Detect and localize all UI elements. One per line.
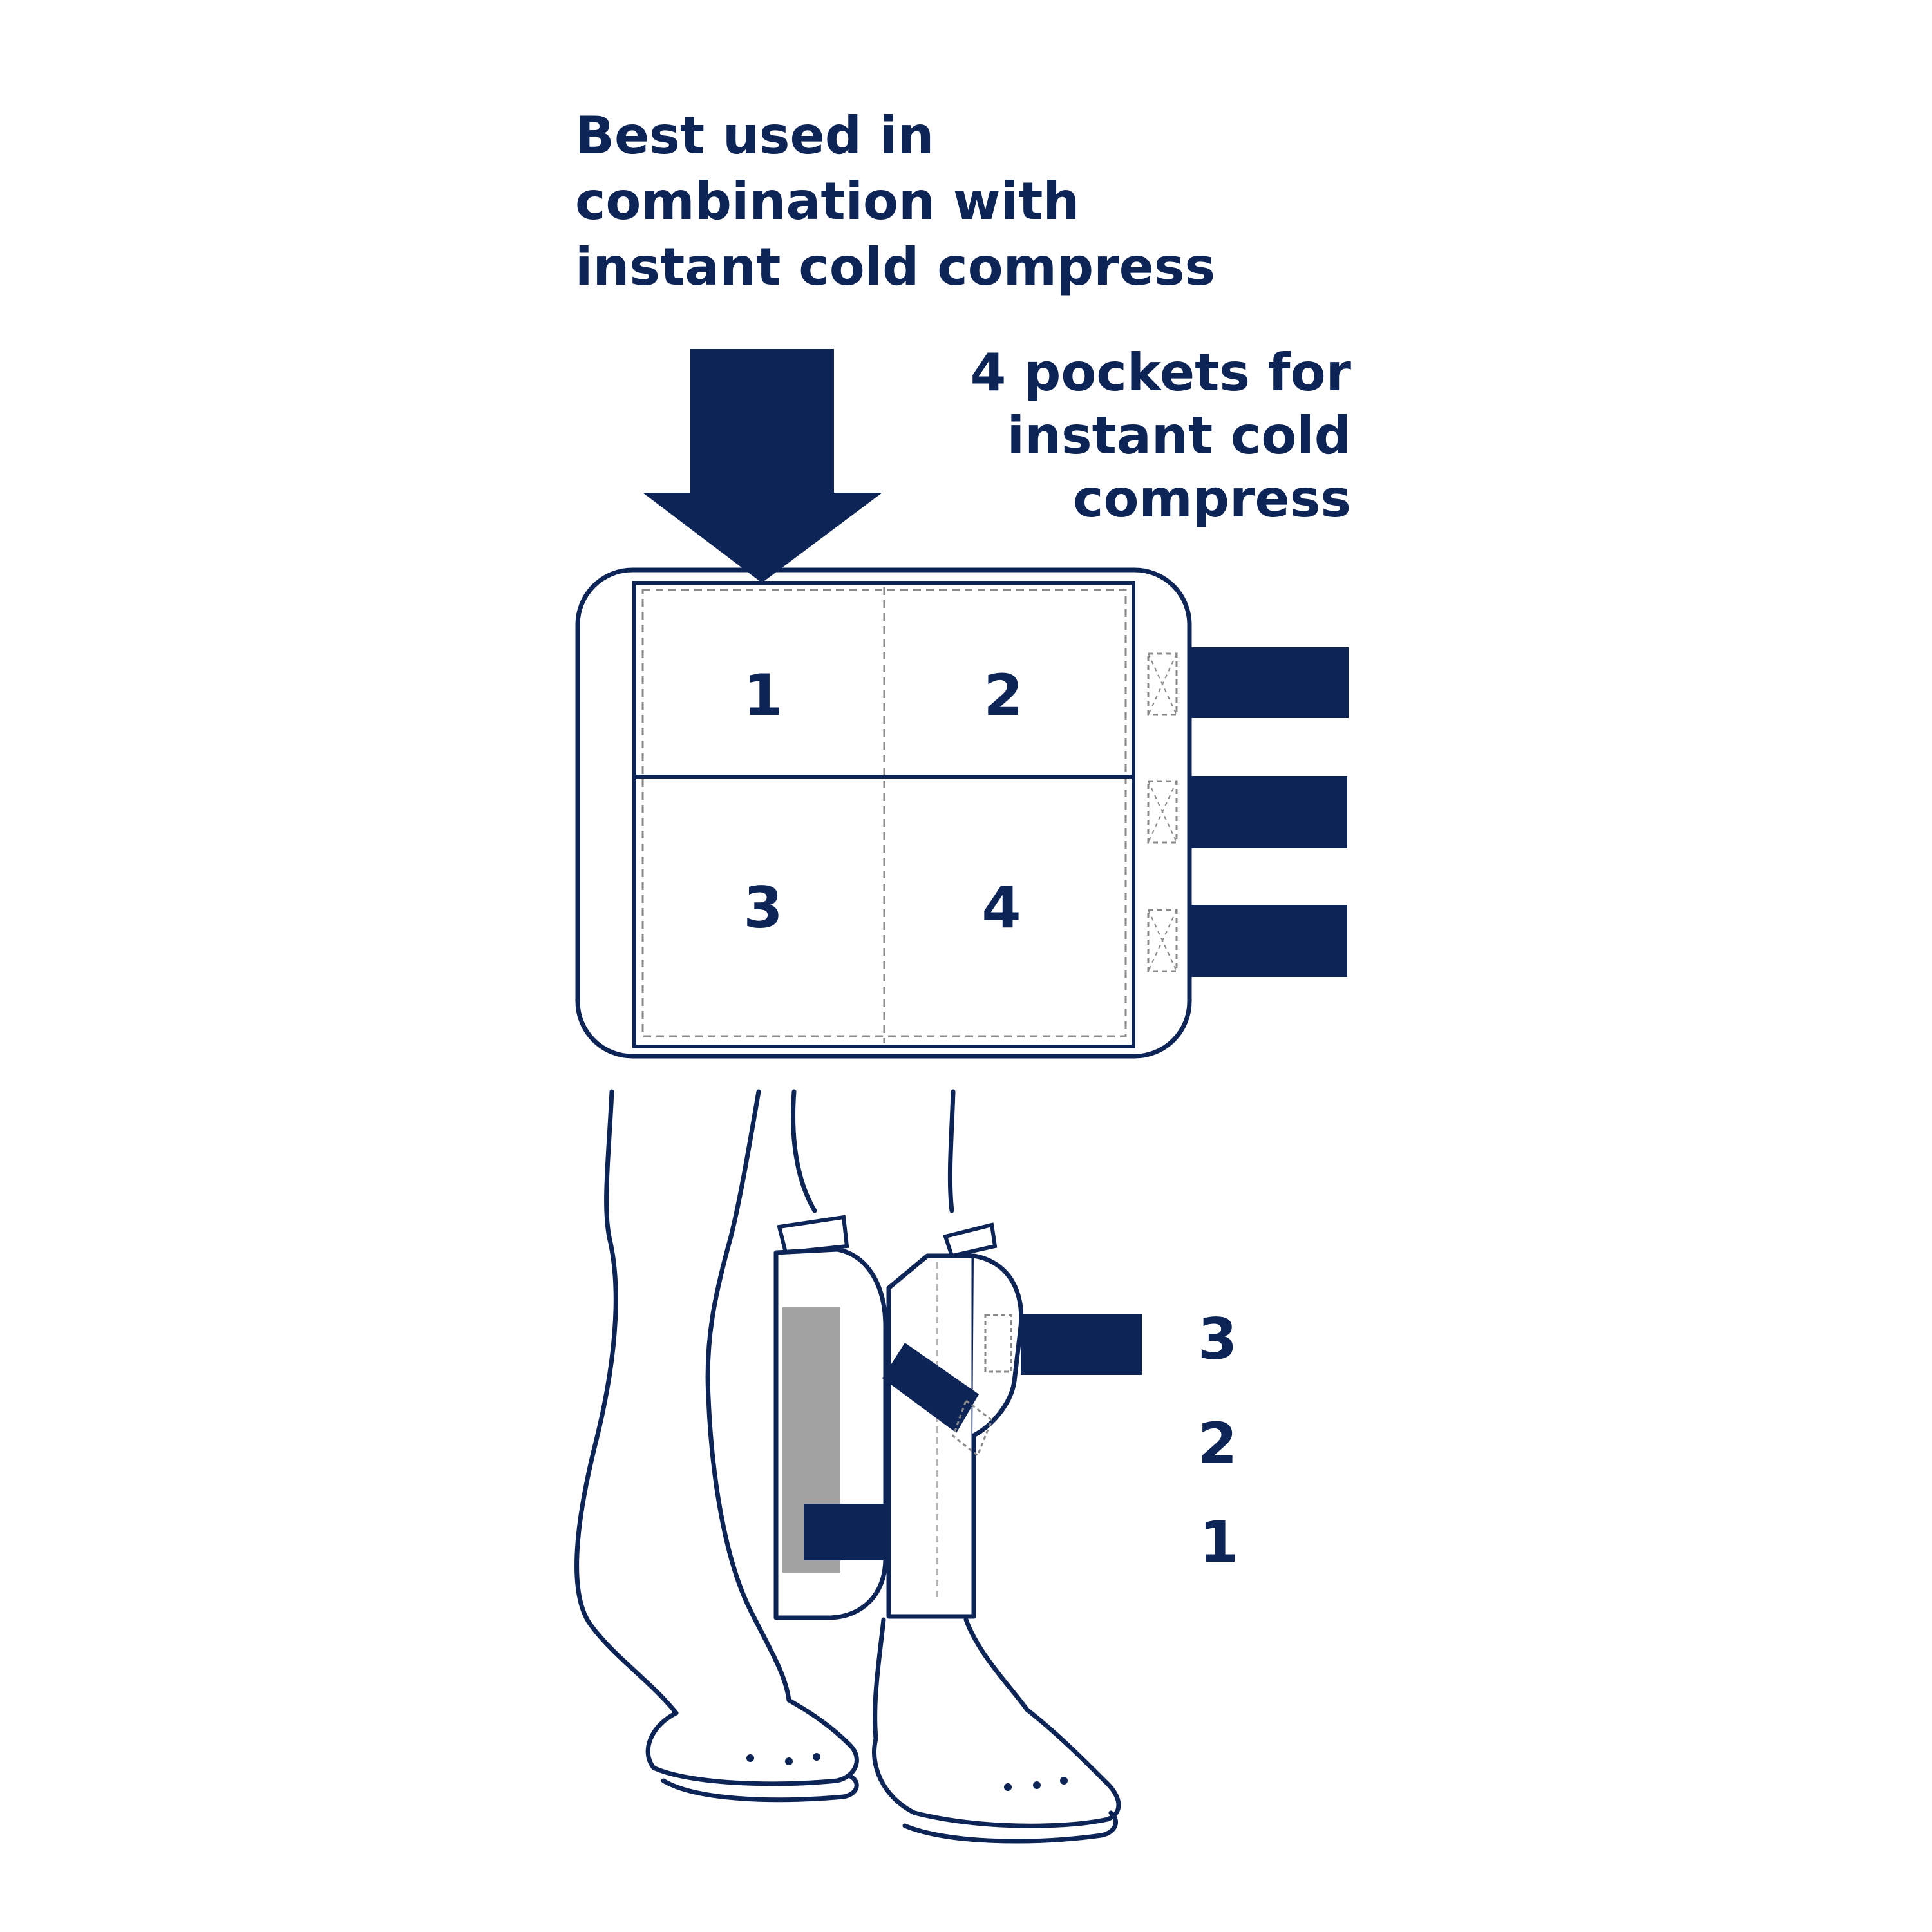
pocket-area xyxy=(632,581,1135,1048)
panel-strap-middle xyxy=(1147,776,1347,848)
front-leg-outline xyxy=(791,1089,817,1213)
pocket-number-3: 3 xyxy=(743,875,782,941)
front-boot xyxy=(882,1222,1142,1619)
headline-line-2: combination with xyxy=(575,171,1080,231)
hoof-nail-dots xyxy=(746,1753,1068,1791)
rear-leg-outline xyxy=(574,1089,679,1716)
pockets-note-line-2: instant cold xyxy=(1007,406,1351,466)
pocket-number-1: 1 xyxy=(743,662,782,728)
rear-hoof xyxy=(645,1698,859,1786)
pockets-note: 4 pockets for instant cold compress xyxy=(971,341,1351,531)
front-hoof-sole xyxy=(902,1810,1119,1844)
rear-boot xyxy=(773,1215,933,1620)
pockets-note-line-1: 4 pockets for xyxy=(970,343,1351,402)
rear-hoof-sole xyxy=(661,1774,859,1803)
panel-strap-bottom xyxy=(1147,905,1347,977)
horse-legs xyxy=(574,1089,1121,1844)
strap-number-1: 1 xyxy=(1199,1509,1238,1575)
down-arrow-icon xyxy=(643,349,882,583)
pocket-number-4: 4 xyxy=(981,875,1021,941)
front-boot-strap-diagonal xyxy=(882,1343,979,1433)
strap-number-2: 2 xyxy=(1198,1410,1237,1477)
pocket-number-2: 2 xyxy=(983,662,1023,728)
rear-leg-inner-outline xyxy=(705,1089,791,1703)
boot-panel: 1 2 3 4 xyxy=(575,567,1349,1059)
front-leg-back-outline xyxy=(947,1089,956,1213)
strap-number-3: 3 xyxy=(1198,1306,1237,1372)
pockets-note-line-3: compress xyxy=(1073,469,1351,529)
headline: Best used in combination with instant co… xyxy=(575,103,1215,300)
headline-line-3: instant cold compress xyxy=(575,237,1216,297)
front-boot-strap-top xyxy=(1021,1314,1142,1375)
front-pastern xyxy=(873,1617,886,1741)
front-pastern-back xyxy=(963,1617,1030,1712)
front-hoof xyxy=(872,1707,1121,1828)
panel-strap-top xyxy=(1147,647,1349,718)
headline-line-1: Best used in xyxy=(575,106,934,166)
